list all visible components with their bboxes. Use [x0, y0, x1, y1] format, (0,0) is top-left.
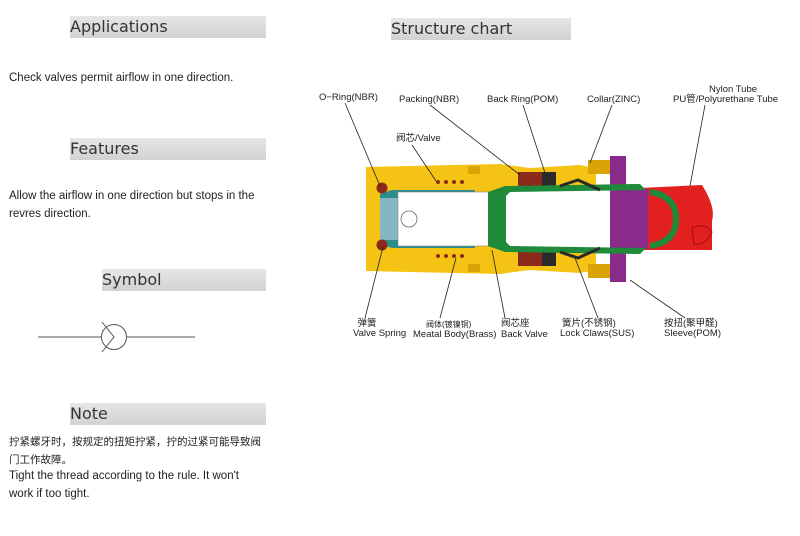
note-title: Note [70, 404, 108, 423]
o-ring-bottom [376, 239, 388, 251]
applications-title: Applications [70, 17, 168, 36]
sleeve-shape [610, 156, 648, 282]
label-o-ring: O−Ring(NBR) [319, 92, 378, 103]
applications-text: Check valves permit airflow in one direc… [9, 72, 234, 84]
back-valve-shape [488, 184, 646, 254]
label-valve: 阀芯/Valve [396, 133, 441, 144]
label-spring-en: Valve Spring [353, 328, 407, 339]
label-claws-en: Lock Claws(SUS) [560, 328, 635, 339]
label-tube-line2: PU管/Polyurethane Tube [673, 94, 779, 105]
label-body-en: Meatal Body(Brass) [413, 329, 497, 340]
label-spring-cn: 弹簧 [357, 318, 377, 329]
note-en-line1: Tight the thread according to the rule. … [9, 470, 239, 482]
note-en-line2: work if too tight. [9, 488, 90, 500]
structure-header: Structure chart [391, 18, 571, 40]
features-header: Features [70, 138, 266, 160]
structure-title: Structure chart [391, 19, 513, 38]
features-text-line1: Allow the airflow in one direction but s… [9, 190, 255, 202]
label-sleeve-en: Sleeve(POM) [664, 328, 722, 339]
applications-header: Applications [70, 16, 266, 38]
label-backvalve-cn: 阀芯座 [501, 318, 530, 329]
note-header: Note [70, 403, 266, 425]
label-back-ring: Back Ring(POM) [487, 94, 559, 105]
symbol-title: Symbol [102, 270, 162, 289]
label-claws-cn: 簧片(不锈钢) [562, 318, 616, 329]
symbol-header: Symbol [102, 269, 266, 291]
o-ring-top [376, 182, 388, 194]
note-cn-line2: 门工作故障。 [9, 454, 72, 466]
features-text-line2: revres direction. [9, 208, 91, 220]
note-cn-line1: 拧紧螺牙时，按规定的扭矩拧紧，拧的过紧可能导致阀 [9, 436, 261, 448]
label-packing: Packing(NBR) [399, 94, 460, 105]
label-tube-line1: Nylon Tube [708, 84, 758, 95]
label-backvalve-en: Back Valve [501, 329, 548, 340]
features-title: Features [70, 139, 139, 158]
label-collar: Collar(ZINC) [587, 94, 641, 105]
label-body-cn: 阀体(镀镍铜) [426, 320, 472, 329]
label-sleeve-cn: 按扭(聚甲醛) [664, 318, 718, 329]
